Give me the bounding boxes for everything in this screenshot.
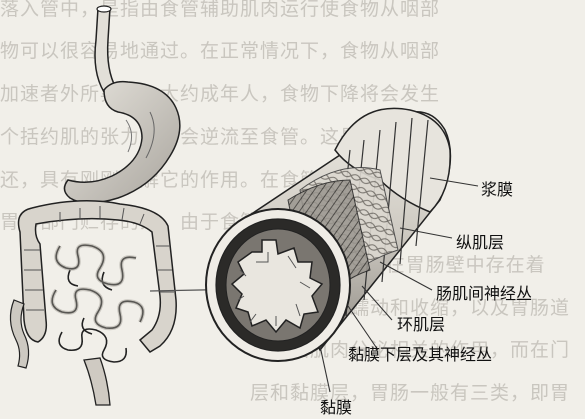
label-serosa: 浆膜 bbox=[481, 176, 513, 200]
stomach bbox=[64, 82, 179, 203]
large-intestine bbox=[10, 201, 176, 405]
label-circular-muscle: 环肌层 bbox=[397, 311, 445, 335]
esophagus bbox=[95, 6, 116, 92]
label-mucosa: 黏膜 bbox=[320, 394, 352, 418]
label-submucosa-plexus: 黏膜下层及其神经丛 bbox=[348, 341, 492, 365]
small-intestine-fill bbox=[52, 245, 143, 328]
label-longitudinal-muscle: 纵肌层 bbox=[456, 229, 504, 253]
label-myenteric-plexus: 肠肌间神经丛 bbox=[436, 280, 532, 304]
small-intestine bbox=[52, 245, 143, 362]
